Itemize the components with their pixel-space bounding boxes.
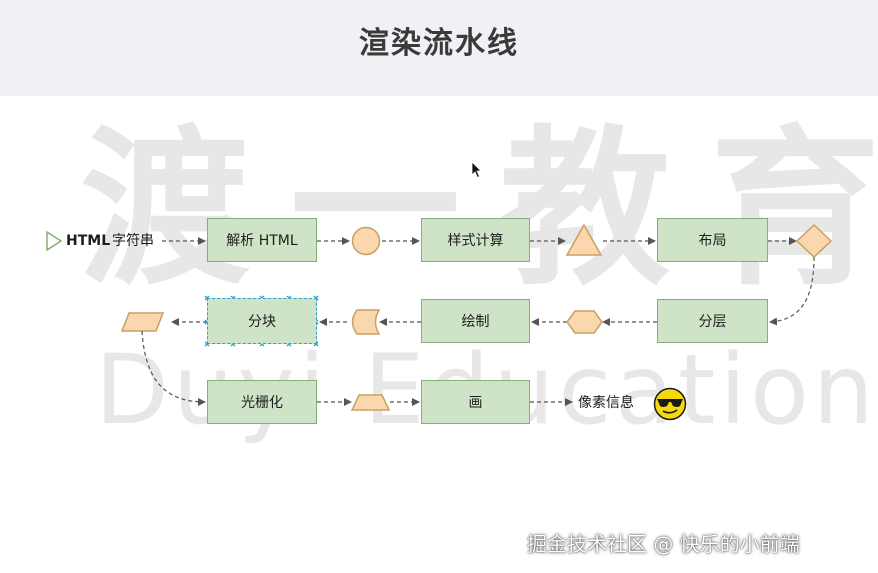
mouse-cursor-icon (471, 161, 482, 179)
node-tiling[interactable]: 分块 (207, 298, 317, 344)
hexagon-shape (566, 310, 603, 334)
node-layering[interactable]: 分层 (657, 299, 768, 343)
input-label-sub: 字符串 (112, 233, 154, 249)
diamond-shape (795, 223, 833, 259)
node-style-calc[interactable]: 样式计算 (421, 218, 530, 262)
stored-data-shape (351, 309, 381, 335)
node-draw[interactable]: 画 (421, 380, 530, 424)
node-raster[interactable]: 光栅化 (207, 380, 317, 424)
credit-watermark: 掘金技术社区 @ 快乐的小前端 (527, 532, 800, 556)
output-label: 像素信息 (578, 395, 634, 411)
triangle-shape (565, 223, 603, 256)
play-triangle-icon (46, 230, 63, 252)
circle-shape (351, 226, 381, 256)
input-label: HTML (66, 233, 111, 249)
sunglasses-emoji-icon (653, 387, 687, 421)
page-title: 渲染流水线 (359, 26, 519, 61)
trapezoid-shape (350, 394, 391, 411)
header-bar (0, 0, 878, 96)
arrow (141, 330, 206, 406)
node-parse-html[interactable]: 解析 HTML (207, 218, 317, 262)
parallelogram-shape (120, 312, 165, 332)
watermark-cn: 渡一教育 (80, 111, 878, 309)
node-layout[interactable]: 布局 (657, 218, 768, 262)
arrow (769, 256, 815, 326)
node-paint[interactable]: 绘制 (421, 299, 530, 343)
